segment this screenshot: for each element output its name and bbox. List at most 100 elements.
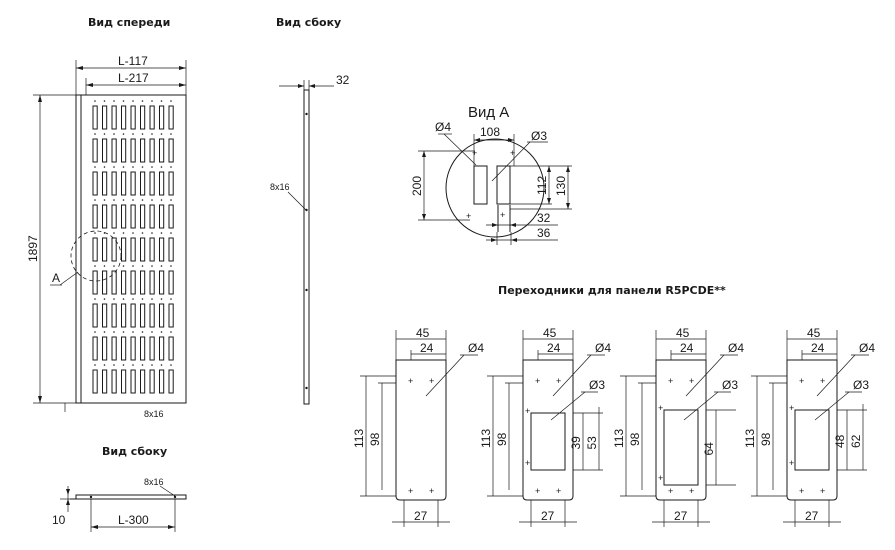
panel-slot [149, 270, 155, 295]
panel-slot [130, 105, 136, 130]
adapter-d4: Ø4 [728, 341, 744, 355]
panel-hole [103, 133, 106, 135]
panel-hole [160, 232, 163, 234]
panel-slot [149, 237, 155, 262]
adapter-dim-24: 24 [811, 341, 825, 355]
panel-slot [168, 237, 174, 262]
panel-hole [170, 265, 172, 267]
panel-slot [121, 138, 127, 163]
adapter-d3: Ø3 [589, 378, 605, 392]
svg-text:+: + [789, 403, 794, 413]
panel-hole [103, 166, 106, 168]
svg-text:+: + [658, 473, 663, 483]
panel-hole [170, 133, 172, 135]
panel-slot [102, 336, 108, 361]
dim-l117: L-117 [118, 54, 148, 68]
panel-slot [149, 336, 155, 361]
panel-hole [151, 364, 153, 366]
panel-slot [140, 270, 146, 295]
panel-slot [130, 369, 136, 394]
dim-l217: L-217 [118, 71, 149, 85]
svg-text:+: + [556, 376, 561, 386]
view-a-d4: Ø4 [435, 120, 451, 134]
panel-slot [159, 237, 165, 262]
adapter-dim-45: 45 [416, 326, 430, 340]
panel-hole [170, 100, 172, 102]
svg-text:+: + [658, 403, 663, 413]
panel-hole [122, 133, 125, 135]
panel-hole [151, 166, 153, 168]
panel-slot [121, 171, 127, 196]
panel-hole [122, 298, 125, 300]
view-a-dim-200: 200 [410, 176, 424, 196]
panel-hole [94, 199, 96, 201]
panel-hole [141, 331, 144, 333]
panel-hole [160, 265, 163, 267]
adapter-dim-98: 98 [759, 432, 773, 446]
view-a-d3: Ø3 [531, 129, 547, 143]
panel-slot [102, 138, 108, 163]
panel-hole [151, 199, 153, 201]
front-slot-label: 8x16 [144, 409, 164, 419]
panel-slot [159, 303, 165, 328]
adapter-dim-27: 27 [414, 509, 428, 523]
svg-text:+: + [556, 486, 561, 496]
panel-slot [168, 270, 174, 295]
adapter-dim-45: 45 [676, 326, 690, 340]
panel-slot [130, 237, 136, 262]
adapter-inner-dim-2: 53 [585, 436, 599, 450]
side-view-title-top: Вид сбоку [276, 16, 341, 29]
adapter-dim-113: 113 [612, 429, 626, 448]
panel-slot [102, 105, 108, 130]
adapter-dim-27: 27 [674, 509, 688, 523]
adapter-dim-45: 45 [807, 326, 821, 340]
panel-hole [113, 364, 115, 366]
panel-hole [170, 232, 172, 234]
panel-slot [140, 303, 146, 328]
panel-hole [113, 265, 115, 267]
panel-slot [121, 303, 127, 328]
panel-hole [103, 331, 106, 333]
panel-hole [94, 100, 96, 102]
svg-text:+: + [689, 376, 694, 386]
adapter-dim-113: 113 [743, 429, 757, 448]
panel-slot [159, 105, 165, 130]
adapter-dim-98: 98 [495, 432, 509, 446]
panel-hole [141, 166, 144, 168]
panel-hole [103, 199, 106, 201]
panel-slot [92, 336, 98, 361]
view-a-dim-112: 112 [535, 176, 549, 195]
panel-hole [170, 364, 172, 366]
panel-slot [130, 204, 136, 229]
panel-hole [141, 100, 144, 102]
side-dim-32: 32 [336, 73, 350, 87]
svg-text:+: + [472, 148, 477, 158]
panel-slot [140, 237, 146, 262]
side-slot-label-top: 8x16 [270, 182, 290, 192]
adapter-dim-24: 24 [547, 341, 561, 355]
panel-hole [132, 199, 134, 201]
panel-hole [132, 364, 134, 366]
panel-hole [141, 265, 144, 267]
svg-text:+: + [525, 458, 530, 468]
panel-slot [130, 303, 136, 328]
front-view-panel: А [50, 94, 187, 404]
panel-hole [132, 232, 134, 234]
panel-hole [103, 100, 106, 102]
svg-text:+: + [408, 486, 413, 496]
panel-slot [130, 270, 136, 295]
adapter-dim-113: 113 [479, 429, 493, 448]
panel-hole [94, 232, 96, 234]
adapter-dim-27: 27 [541, 509, 555, 523]
svg-text:+: + [820, 376, 825, 386]
panel-slot [168, 336, 174, 361]
panel-slot [92, 138, 98, 163]
panel-hole [122, 331, 125, 333]
svg-text:+: + [429, 486, 434, 496]
panel-slot [121, 237, 127, 262]
front-view-title: Вид спереди [88, 16, 170, 29]
panel-slot [149, 105, 155, 130]
panel-hole [151, 232, 153, 234]
panel-slot [92, 369, 98, 394]
panel-slot [168, 204, 174, 229]
